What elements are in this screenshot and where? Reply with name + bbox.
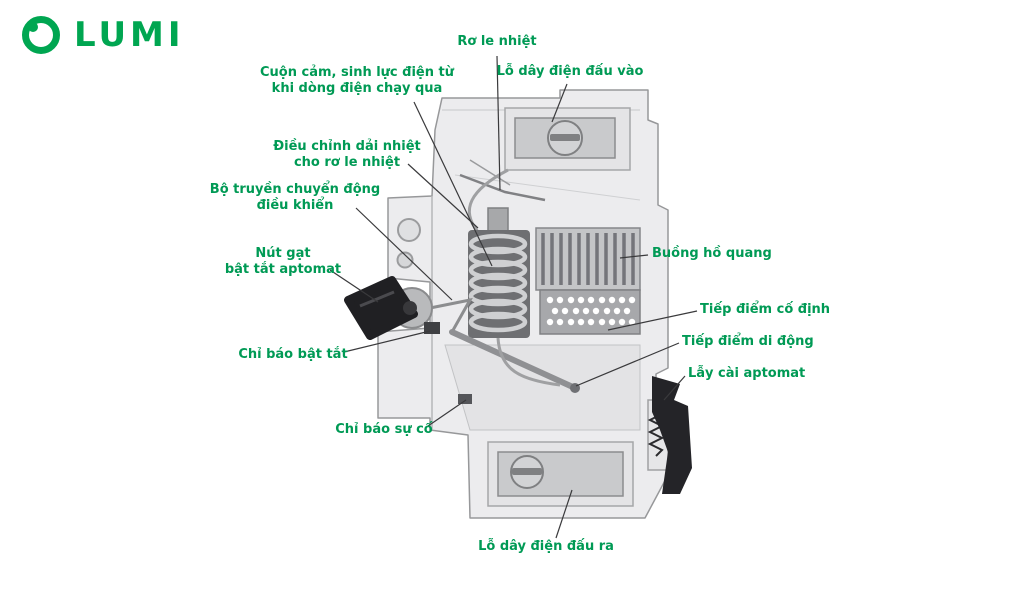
label-nut-gat-bat-tat: Nút gạt bật tắt aptomat — [224, 246, 342, 278]
label-buong-ho-quang: Buồng hồ quang — [652, 246, 772, 261]
latch — [647, 376, 692, 494]
lumi-logo: LUMI — [18, 12, 185, 58]
label-ro-le-nhiet: Rơ le nhiệt — [457, 34, 537, 49]
label-bo-truyen-chuyen-dong: Bộ truyền chuyển động điều khiển — [209, 182, 381, 214]
label-chi-bao-bat-tat: Chỉ báo bật tắt — [238, 347, 348, 362]
lumi-logo-icon — [22, 16, 60, 54]
thermal-relay-strip — [459, 159, 546, 233]
label-dieu-chinh-dai-nhiet: Điều chỉnh dải nhiệt cho rơ le nhiệt — [273, 139, 421, 171]
moving-contact-arm — [419, 297, 580, 393]
din-clip-holes — [396, 218, 421, 269]
leader-lines — [329, 55, 698, 539]
label-chi-bao-su-co: Chỉ báo sự cố — [335, 422, 433, 437]
input-terminal — [504, 107, 631, 171]
output-terminal — [487, 441, 634, 507]
label-lo-day-dien-dau-ra: Lỗ dây điện đấu ra — [478, 539, 614, 554]
indicator-window-fault — [458, 394, 472, 404]
toggle-lever — [344, 276, 433, 340]
label-tiep-diem-co-dinh: Tiếp điểm cố định — [700, 302, 831, 317]
label-tiep-diem-di-dong: Tiếp điểm di động — [682, 334, 814, 349]
arc-vent-plate — [539, 289, 641, 335]
label-lo-day-dien-dau-vao: Lỗ dây điện đấu vào — [496, 64, 644, 79]
label-cuon-cam: Cuộn cảm, sinh lực điện từ khi dòng điện… — [260, 65, 454, 97]
magnetic-coil — [468, 207, 530, 338]
lumi-logo-text: LUMI — [74, 15, 185, 55]
label-lay-cai-aptomat: Lẫy cài aptomat — [688, 366, 806, 381]
arc-chamber — [535, 227, 641, 291]
